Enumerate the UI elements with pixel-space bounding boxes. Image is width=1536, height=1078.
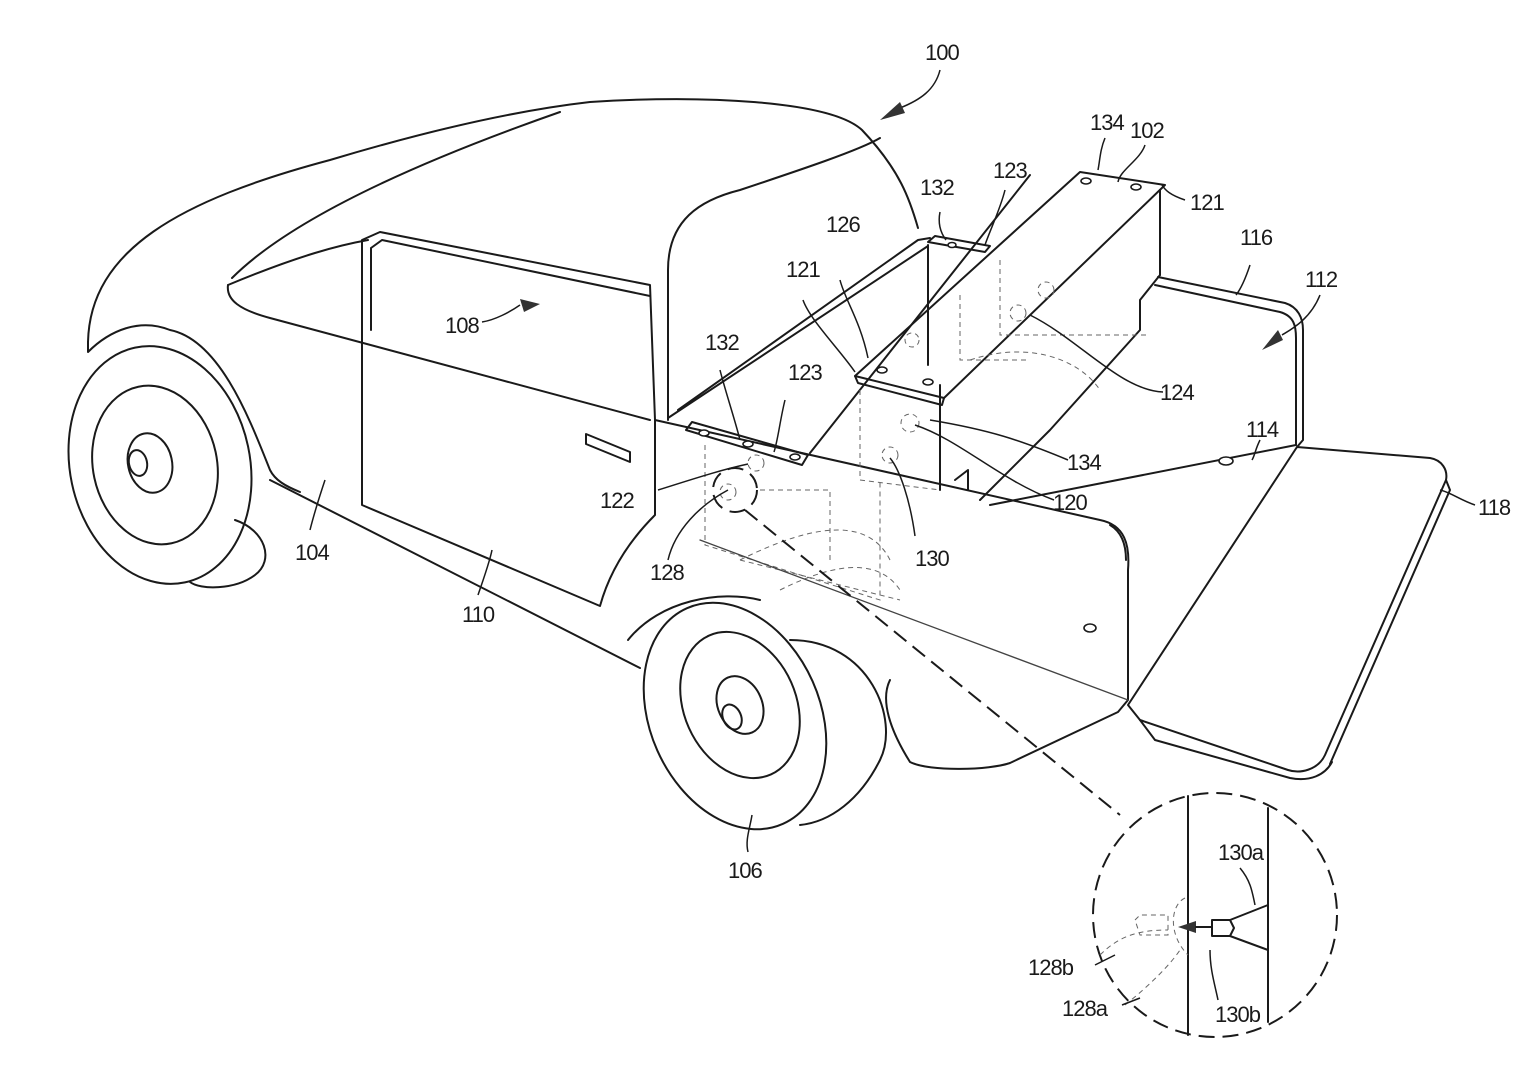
label-126: 126 bbox=[826, 212, 860, 237]
label-121-top: 121 bbox=[1190, 190, 1224, 215]
label-123-mid: 123 bbox=[788, 360, 822, 385]
label-121-mid: 121 bbox=[786, 257, 820, 282]
label-118: 118 bbox=[1478, 495, 1511, 520]
rear-wheel bbox=[627, 595, 887, 831]
label-130a: 130a bbox=[1218, 840, 1265, 865]
cab-rear bbox=[667, 137, 881, 421]
label-128: 128 bbox=[650, 560, 684, 585]
label-120: 120 bbox=[1053, 490, 1087, 515]
label-108: 108 bbox=[445, 313, 479, 338]
vehicle-body bbox=[87, 98, 919, 669]
door-outline bbox=[361, 231, 656, 607]
label-130b: 130b bbox=[1215, 1002, 1261, 1027]
label-114: 114 bbox=[1246, 417, 1279, 442]
tailgate bbox=[1127, 446, 1448, 773]
rocker-line bbox=[269, 479, 641, 669]
label-130: 130 bbox=[915, 546, 949, 571]
label-134-top: 134 bbox=[1090, 110, 1124, 135]
bed-top-rail-near bbox=[654, 419, 1130, 770]
label-104: 104 bbox=[295, 540, 329, 565]
label-132-mid: 132 bbox=[705, 330, 739, 355]
bed-wall bbox=[1157, 276, 1304, 448]
bracket-far bbox=[927, 235, 991, 253]
label-132-top: 132 bbox=[920, 175, 954, 200]
label-122: 122 bbox=[600, 488, 634, 513]
cab-roof-outline bbox=[87, 98, 919, 343]
windshield-upper bbox=[231, 111, 561, 279]
reference-labels: 100 134 102 121 132 123 116 112 126 121 … bbox=[295, 40, 1512, 1027]
label-100: 100 bbox=[925, 40, 959, 65]
label-128a: 128a bbox=[1062, 996, 1109, 1021]
front-fender bbox=[87, 324, 301, 493]
label-123-top: 123 bbox=[993, 158, 1027, 183]
label-102: 102 bbox=[1130, 118, 1164, 143]
label-116: 116 bbox=[1240, 225, 1273, 250]
door-handle bbox=[585, 433, 631, 463]
detail-circle-source bbox=[712, 467, 758, 513]
leader-lines bbox=[309, 69, 1476, 1006]
divider-assembly bbox=[685, 171, 1166, 501]
bracket-near bbox=[685, 421, 809, 466]
bed-far-rail bbox=[677, 237, 931, 411]
front-wheel bbox=[67, 345, 267, 589]
label-124: 124 bbox=[1160, 380, 1194, 405]
label-112: 112 bbox=[1305, 267, 1338, 292]
label-106: 106 bbox=[728, 858, 762, 883]
label-128b: 128b bbox=[1028, 955, 1074, 980]
hood-sweep bbox=[226, 284, 651, 421]
label-110: 110 bbox=[462, 602, 495, 627]
windshield-lower bbox=[227, 239, 369, 286]
door-window bbox=[370, 239, 651, 331]
divider-panel-wall bbox=[927, 244, 941, 491]
cargo-bed bbox=[654, 237, 1451, 781]
divider-top-plate bbox=[854, 171, 1166, 399]
detail-circle bbox=[1092, 792, 1338, 1038]
label-134-mid: 134 bbox=[1067, 450, 1101, 475]
detail-callout bbox=[712, 467, 1338, 1038]
